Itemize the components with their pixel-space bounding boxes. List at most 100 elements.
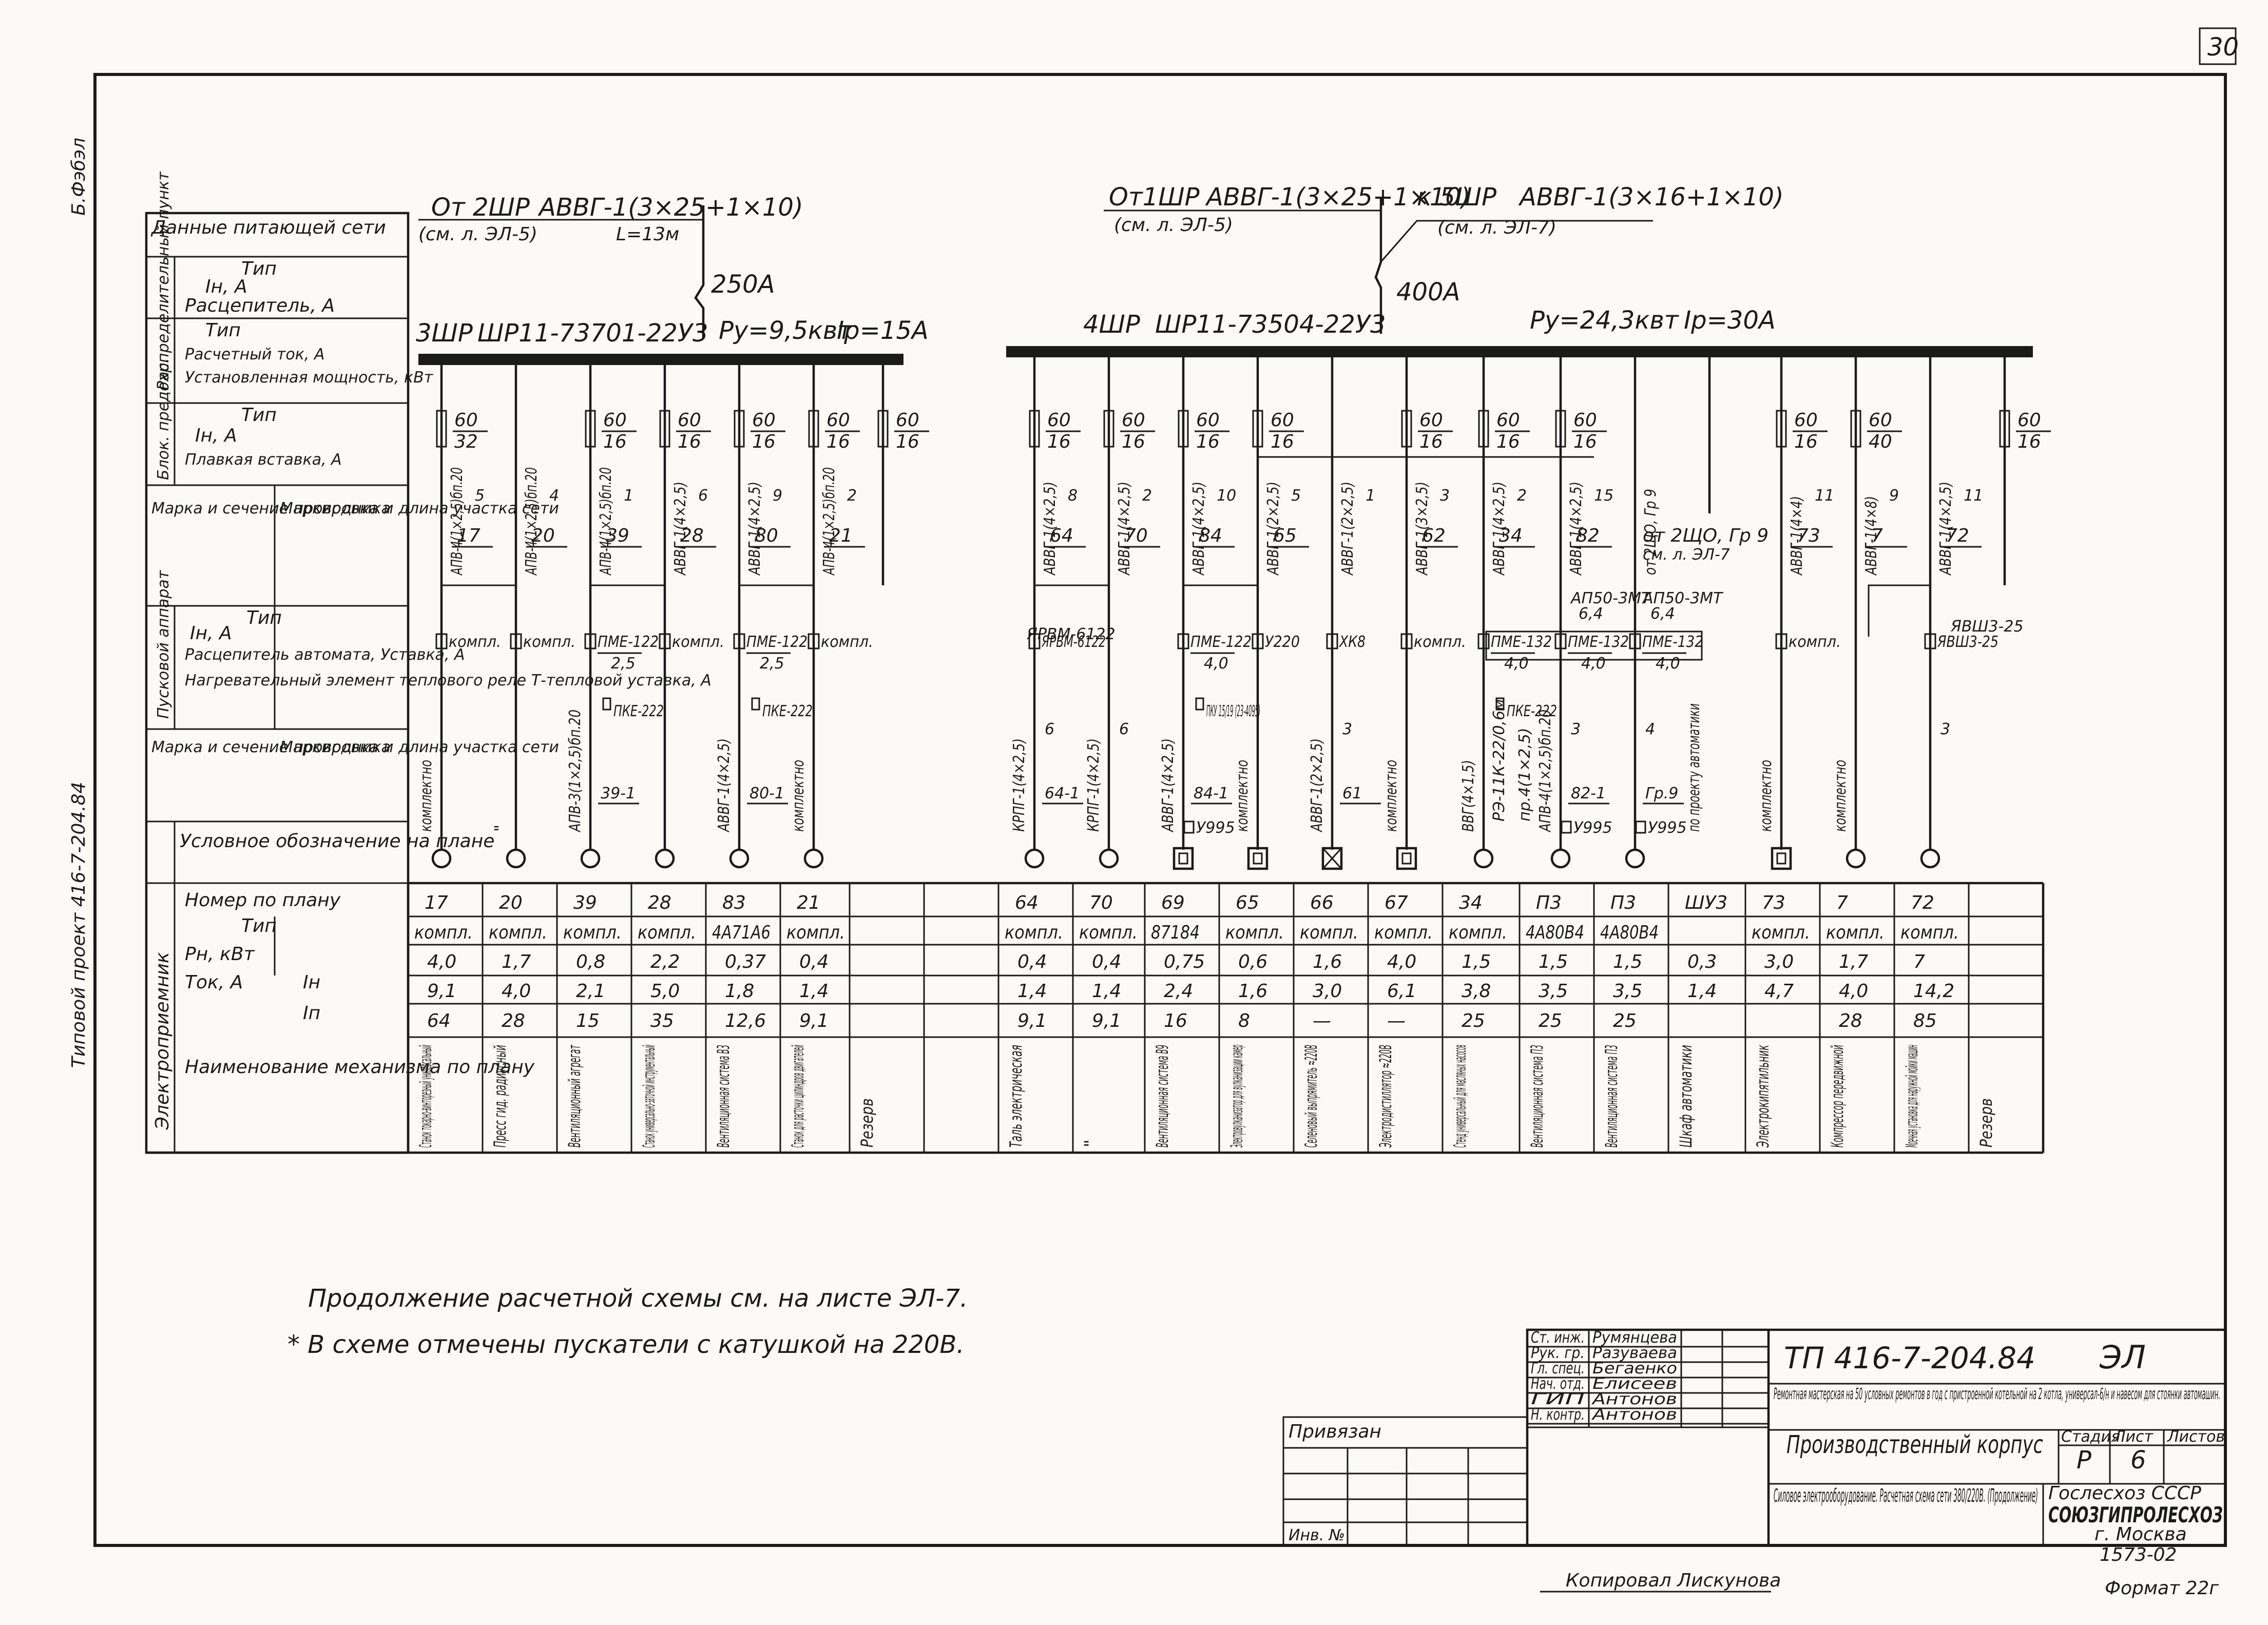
cable2-type: " <box>492 825 510 832</box>
cable-type: от 2ЩО, Гр 9 <box>1642 489 1660 575</box>
cell-ip: 16 <box>1164 1010 1187 1031</box>
tb-sheet-label: Лист <box>2113 1428 2154 1446</box>
cable2-type: КРПГ-1(4×2,5) <box>1010 738 1028 832</box>
cell-mechanism-name: Станок токарно-винторезный универсальный <box>416 1045 435 1148</box>
cable-length: 6 <box>698 487 708 505</box>
lp-marking-2: Марка и сечение проводника <box>151 738 391 756</box>
cell-pn: 1,7 <box>502 951 531 972</box>
cell-ip: 8 <box>1238 1010 1250 1031</box>
starter-symbol <box>1924 633 1936 649</box>
line2-marking: 39-1 <box>601 785 636 802</box>
cell-in: 2,1 <box>576 981 605 1002</box>
fuse-insert: 16 <box>1271 431 1294 452</box>
fuse-rating: 60 <box>752 410 776 431</box>
lp-in-sym: Iн <box>303 972 320 993</box>
starter-symbol <box>1028 633 1041 649</box>
cable2-type: АВВГ-1(2×2,5) <box>1308 738 1326 833</box>
cell-mechanism-name: Резерв <box>1976 1098 1996 1148</box>
tb-object-name: Производственный корпус <box>1786 1430 2043 1459</box>
line-marking: 20 <box>531 525 555 546</box>
starter-setting: 2,5 <box>611 655 636 673</box>
cell-pn: 0,75 <box>1164 951 1205 972</box>
cell-mechanism-name: Моечная установка для наружной мойки маш… <box>1902 1045 1921 1148</box>
starter-symbol <box>1177 633 1189 649</box>
cell-plan-number: П3 <box>1536 892 1562 913</box>
cell-mechanism-name: Компрессор передвижной <box>1828 1045 1847 1148</box>
starter-type: ПМЕ-122 <box>746 633 808 651</box>
cell-type: компл. <box>1225 922 1284 943</box>
tb-name: Антонов <box>1591 1390 1677 1408</box>
cable-type: АПВ-4(1×2,5)бп.20 <box>523 467 541 576</box>
cell-in: 1,4 <box>1017 981 1047 1002</box>
branch-feeder: 6016АВВГ-1(4×2,5)864ЯРВМ-6122КРПГ-1(4×2,… <box>1010 352 1106 869</box>
bus2-current: Iр=30А <box>1684 306 1776 335</box>
line2-marking: 61 <box>1342 785 1362 802</box>
cell-pn: 0,37 <box>725 951 766 972</box>
motor-symbol <box>1550 848 1571 869</box>
cell-pn: 4,0 <box>1387 951 1416 972</box>
fuse-insert: 16 <box>896 431 919 452</box>
cell-pn: 0,6 <box>1238 951 1267 972</box>
motor-symbol <box>1846 848 1866 869</box>
cable-type: АВВГ-1(4×2,5) <box>1190 482 1208 576</box>
cell-in: 1,8 <box>725 981 754 1002</box>
lp-ip-sym: Iп <box>303 1003 320 1024</box>
cell-plan-number: 65 <box>1236 892 1259 913</box>
cable-length: 8 <box>1068 487 1078 505</box>
annotation-brk-2: пр.4(1×2,5) <box>1516 728 1534 821</box>
cable2-type: АПВ-4(1×2,5)бп.20 <box>1536 710 1554 833</box>
fuse-symbol <box>1103 410 1114 448</box>
tb-stage: Р <box>2077 1446 2091 1475</box>
cable-length: 11 <box>1964 487 1983 505</box>
fuse-symbol <box>1478 410 1489 448</box>
starter-symbol <box>659 633 671 649</box>
line-marking: 21 <box>829 525 853 546</box>
center-feed-from: От1ШР <box>1109 183 1200 212</box>
fuse-rating: 60 <box>603 410 627 431</box>
cable-length: 3 <box>1440 487 1450 505</box>
cable-type: АПВ-4(1×2,5)бп.20 <box>448 467 466 576</box>
cell-plan-number: 66 <box>1310 892 1334 913</box>
cell-mechanism-name: Шкаф автоматики <box>1676 1045 1696 1148</box>
line2-marking: 82-1 <box>1571 785 1606 802</box>
lp-mech-name: Наименование механизма по плану <box>185 1057 535 1078</box>
cell-pn: 0,8 <box>576 951 605 972</box>
cable-type: АПВ-4(1×2,5)бп.20 <box>597 467 615 576</box>
cell-ip: 9,1 <box>1092 1010 1121 1031</box>
note-continuation: Продолжение расчетной схемы см. на листе… <box>308 1284 968 1313</box>
right-feed-cable: АВВГ-1(3×16+1×10) <box>1518 183 1784 212</box>
fuse-symbol <box>1401 410 1412 448</box>
cable2-length: 3 <box>1571 720 1581 738</box>
starter-symbol <box>1326 633 1338 649</box>
cell-plan-number: 64 <box>1015 892 1039 913</box>
branch-feeder: 6016АВВГ-1(4×2,5)1582ПМЕ-1324,0АПВ-4(1×2… <box>1536 352 1629 869</box>
tb-org-2: СОЮЗГИПРОЛЕСХОЗ <box>2048 1502 2223 1527</box>
cell-pn: 3,0 <box>1764 951 1794 972</box>
fuse-insert: 16 <box>1047 431 1071 452</box>
tb-sheet-title: Силовое электрооборудование. Расчетная с… <box>1774 1485 2038 1506</box>
fuse-insert: 16 <box>1122 431 1145 452</box>
cell-in: 3,0 <box>1313 981 1342 1002</box>
cell-in: 2,4 <box>1164 981 1193 1002</box>
cable-type: АВВГ-1(4×2,5) <box>671 482 689 576</box>
cell-in: 4,0 <box>1839 981 1868 1002</box>
tb-role: Н. контр. <box>1531 1406 1585 1424</box>
cell-type: компл. <box>1826 922 1885 943</box>
fuse-symbol <box>1178 410 1189 448</box>
cell-ip: 85 <box>1913 1010 1937 1031</box>
cell-in: 3,5 <box>1613 981 1642 1002</box>
fuse-insert: 16 <box>678 431 701 452</box>
cell-plan-number: 17 <box>425 892 448 913</box>
starter-setting: 4,0 <box>1204 655 1228 673</box>
lp-breaker-release: Расцепитель автомата, Уставка, А <box>185 646 465 664</box>
page-number: 30 <box>2207 33 2239 62</box>
cell-pn: 1,6 <box>1313 951 1342 972</box>
